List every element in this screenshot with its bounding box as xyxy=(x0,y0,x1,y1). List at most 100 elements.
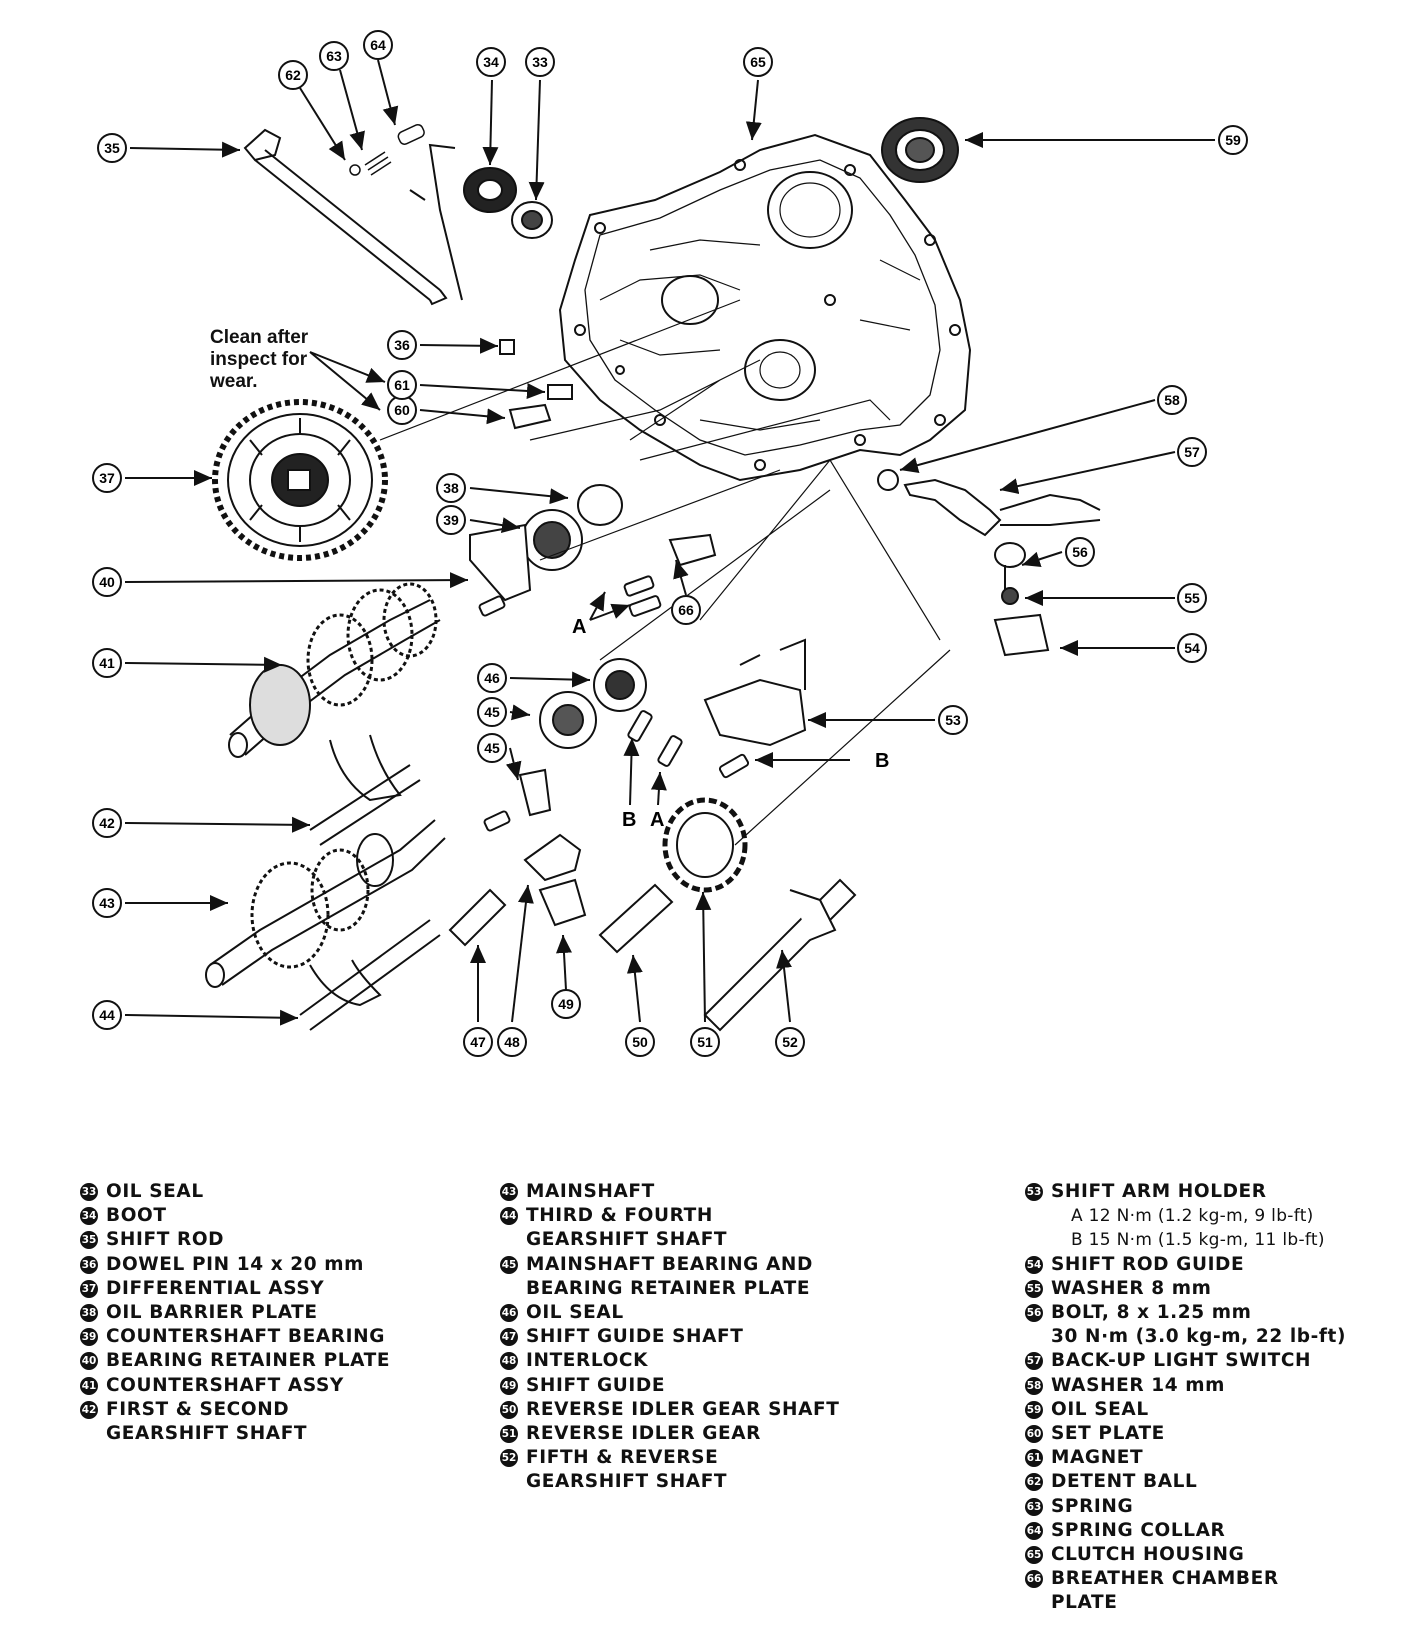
callout-54: 54 xyxy=(1177,633,1207,663)
legend-text: SHIFT GUIDE xyxy=(526,1374,666,1396)
reverse-idler-gear-part xyxy=(662,797,748,893)
legend-text-continued: BEARING RETAINER PLATE xyxy=(526,1277,811,1299)
callout-number: 55 xyxy=(1184,590,1200,606)
callout-circle xyxy=(743,47,773,77)
letter-b-right: B xyxy=(875,750,889,772)
shift-guide-parts xyxy=(448,833,857,1032)
legend-number: 55 xyxy=(1025,1279,1043,1298)
callout-circle xyxy=(436,473,466,503)
legend-text: SHIFT ROD GUIDE xyxy=(1051,1253,1245,1275)
callout-37: 37 xyxy=(92,463,122,493)
oil-seal-59-part xyxy=(881,117,959,183)
callout-circle xyxy=(278,60,308,90)
countershaft-part xyxy=(228,582,441,758)
legend-number: 43 xyxy=(500,1183,518,1201)
callout-number: 48 xyxy=(504,1034,520,1050)
legend-text: SET PLATE xyxy=(1051,1423,1165,1445)
callout-46: 46 xyxy=(477,663,507,693)
mainshaft-part xyxy=(205,819,446,988)
callout-number: 45 xyxy=(484,704,500,720)
callout-circle xyxy=(551,989,581,1019)
legend-item: 48 INTERLOCK xyxy=(500,1349,839,1373)
callout-51: 51 xyxy=(690,1027,720,1057)
legend-number: 64 xyxy=(1025,1521,1043,1540)
note-line-2: inspect for xyxy=(210,349,308,370)
shift-rod-part xyxy=(243,128,463,306)
legend-item: 57 BACK-UP LIGHT SWITCH xyxy=(1025,1349,1346,1373)
callout-number: 59 xyxy=(1225,132,1241,148)
legend-number: 42 xyxy=(80,1400,98,1419)
callout-number: 35 xyxy=(104,140,120,156)
callout-47: 47 xyxy=(463,1027,493,1057)
callout-number: 44 xyxy=(99,1007,115,1023)
legend-text: BREATHER CHAMBER xyxy=(1051,1568,1279,1590)
legend-text: MAGNET xyxy=(1051,1447,1144,1469)
callout-circle xyxy=(387,370,417,400)
callout-circle xyxy=(463,1027,493,1057)
legend-number: 47 xyxy=(500,1328,518,1347)
callout-circle xyxy=(671,595,701,625)
callout-65: 65 xyxy=(743,47,773,77)
legend-number: 66 xyxy=(1025,1570,1043,1589)
callout-56: 56 xyxy=(1065,537,1095,567)
legend-text: BACK-UP LIGHT SWITCH xyxy=(1051,1350,1312,1372)
callout-number: 33 xyxy=(532,54,548,70)
callout-48: 48 xyxy=(497,1027,527,1057)
legend-number: 35 xyxy=(80,1231,98,1250)
callout-circle xyxy=(477,697,507,727)
callout-number: 49 xyxy=(558,996,574,1012)
callout-35: 35 xyxy=(97,133,127,163)
callout-circle xyxy=(436,505,466,535)
legend-text: OIL BARRIER PLATE xyxy=(106,1302,318,1324)
legend-number: 48 xyxy=(500,1352,518,1371)
oil-seal-33-part xyxy=(511,201,553,239)
callout-circle xyxy=(92,463,122,493)
guide-lines xyxy=(379,299,951,846)
detent-parts xyxy=(349,123,425,176)
legend-text: BOLT, 8 x 1.25 mm xyxy=(1051,1302,1252,1324)
legend-text: FIFTH & REVERSE xyxy=(526,1447,719,1469)
callout-number: 39 xyxy=(443,512,459,528)
clutch-housing-part xyxy=(558,133,972,482)
callout-number: 62 xyxy=(285,67,301,83)
callout-55: 55 xyxy=(1177,583,1207,613)
callout-circle xyxy=(97,133,127,163)
callout-circle xyxy=(92,888,122,918)
letter-b-bottom: B xyxy=(622,809,636,831)
legend-text: SPRING xyxy=(1051,1495,1134,1517)
legend-text: INTERLOCK xyxy=(526,1350,649,1372)
legend-number: 46 xyxy=(500,1304,518,1323)
callout-number: 41 xyxy=(99,655,115,671)
legend-number: 50 xyxy=(500,1400,518,1419)
legend-number: 57 xyxy=(1025,1352,1043,1371)
legend-text: OIL SEAL xyxy=(106,1181,204,1202)
legend-number: 36 xyxy=(80,1255,98,1274)
legend-text-continued: PLATE xyxy=(1051,1592,1118,1614)
callout-circle xyxy=(477,733,507,763)
callout-circle xyxy=(1177,437,1207,467)
legend-text-continued: GEARSHIFT SHAFT xyxy=(526,1229,728,1251)
callout-number: 52 xyxy=(782,1034,798,1050)
callout-number: 43 xyxy=(99,895,115,911)
callout-53: 53 xyxy=(938,705,968,735)
